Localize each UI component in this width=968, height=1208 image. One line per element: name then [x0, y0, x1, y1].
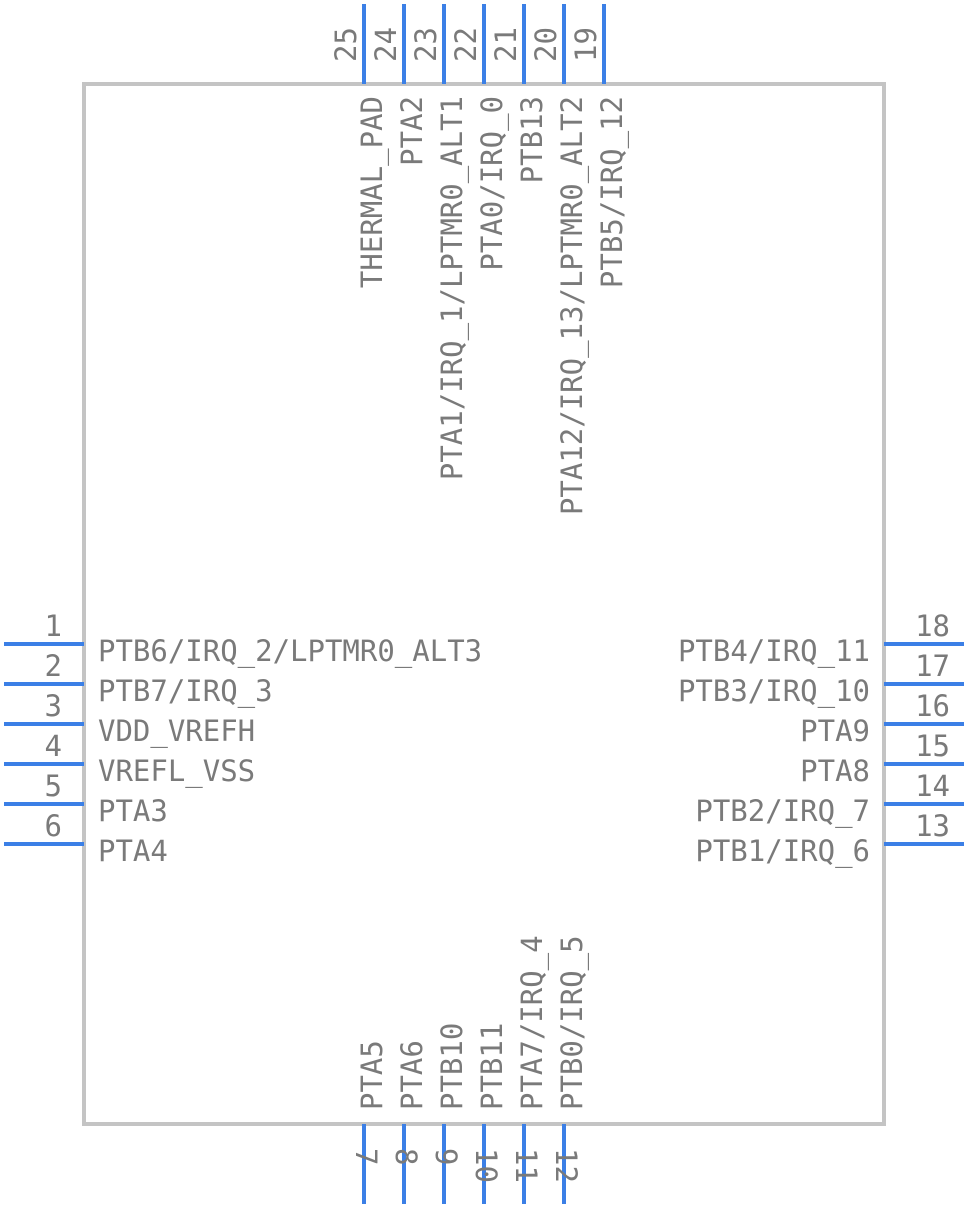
pin-8-label: PTA6 — [395, 1040, 429, 1110]
pin-18-label: PTB4/IRQ_11 — [678, 634, 870, 669]
pin-17-label: PTB3/IRQ_10 — [678, 674, 870, 709]
pin-3-number: 3 — [45, 689, 62, 723]
pin-18-number: 18 — [915, 609, 950, 643]
pin-23-label: PTA1/IRQ_1/LPTMR0_ALT1 — [435, 96, 470, 480]
pin-2-label: PTB7/IRQ_3 — [98, 674, 273, 709]
pin-13-label: PTB1/IRQ_6 — [695, 834, 870, 869]
pin-12-label: PTB0/IRQ_5 — [555, 935, 590, 1110]
pin-20-number: 20 — [529, 27, 563, 62]
pin-22-label: PTA0/IRQ_0 — [475, 96, 510, 271]
pin-8-number: 8 — [389, 1148, 423, 1165]
pin-7-number: 7 — [349, 1148, 383, 1165]
pin-6-number: 6 — [45, 809, 62, 843]
pin-16-label: PTA9 — [800, 714, 870, 748]
pin-7-label: PTA5 — [355, 1040, 389, 1110]
pin-20-label: PTA12/IRQ_13/LPTMR0_ALT2 — [555, 96, 590, 515]
pin-2-number: 2 — [45, 649, 62, 683]
pin-19-number: 19 — [569, 27, 603, 62]
pin-9-number: 9 — [429, 1148, 463, 1165]
pin-11-label: PTA7/IRQ_4 — [515, 935, 550, 1110]
pin-11-number: 11 — [509, 1148, 543, 1183]
pin-13-number: 13 — [915, 809, 950, 843]
pin-24-number: 24 — [369, 27, 403, 62]
pin-1-label: PTB6/IRQ_2/LPTMR0_ALT3 — [98, 634, 482, 669]
chip-body — [82, 82, 886, 1126]
pin-15-number: 15 — [915, 729, 950, 763]
pin-21-number: 21 — [489, 27, 523, 62]
pin-12-number: 12 — [549, 1148, 583, 1183]
pin-3-label: VDD_VREFH — [98, 714, 255, 749]
pin-14-label: PTB2/IRQ_7 — [695, 794, 870, 829]
pin-6-label: PTA4 — [98, 834, 168, 868]
pin-5-number: 5 — [45, 769, 62, 803]
pin-15-label: PTA8 — [800, 754, 870, 788]
pin-21-label: PTB13 — [515, 96, 549, 183]
pin-24-label: PTA2 — [395, 96, 429, 166]
pin-22-number: 22 — [449, 27, 483, 62]
pin-10-number: 10 — [469, 1148, 503, 1183]
pin-4-number: 4 — [45, 729, 62, 763]
pin-25-number: 25 — [329, 27, 363, 62]
pin-14-number: 14 — [915, 769, 950, 803]
pin-23-number: 23 — [409, 27, 443, 62]
pin-1-number: 1 — [45, 609, 62, 643]
pin-25-label: THERMAL_PAD — [355, 96, 390, 288]
pin-16-number: 16 — [915, 689, 950, 723]
pin-9-label: PTB10 — [435, 1023, 469, 1110]
pin-4-label: VREFL_VSS — [98, 754, 255, 789]
pin-10-label: PTB11 — [475, 1023, 509, 1110]
pin-5-label: PTA3 — [98, 794, 168, 828]
pin-17-number: 17 — [915, 649, 950, 683]
pin-19-label: PTB5/IRQ_12 — [595, 96, 630, 288]
